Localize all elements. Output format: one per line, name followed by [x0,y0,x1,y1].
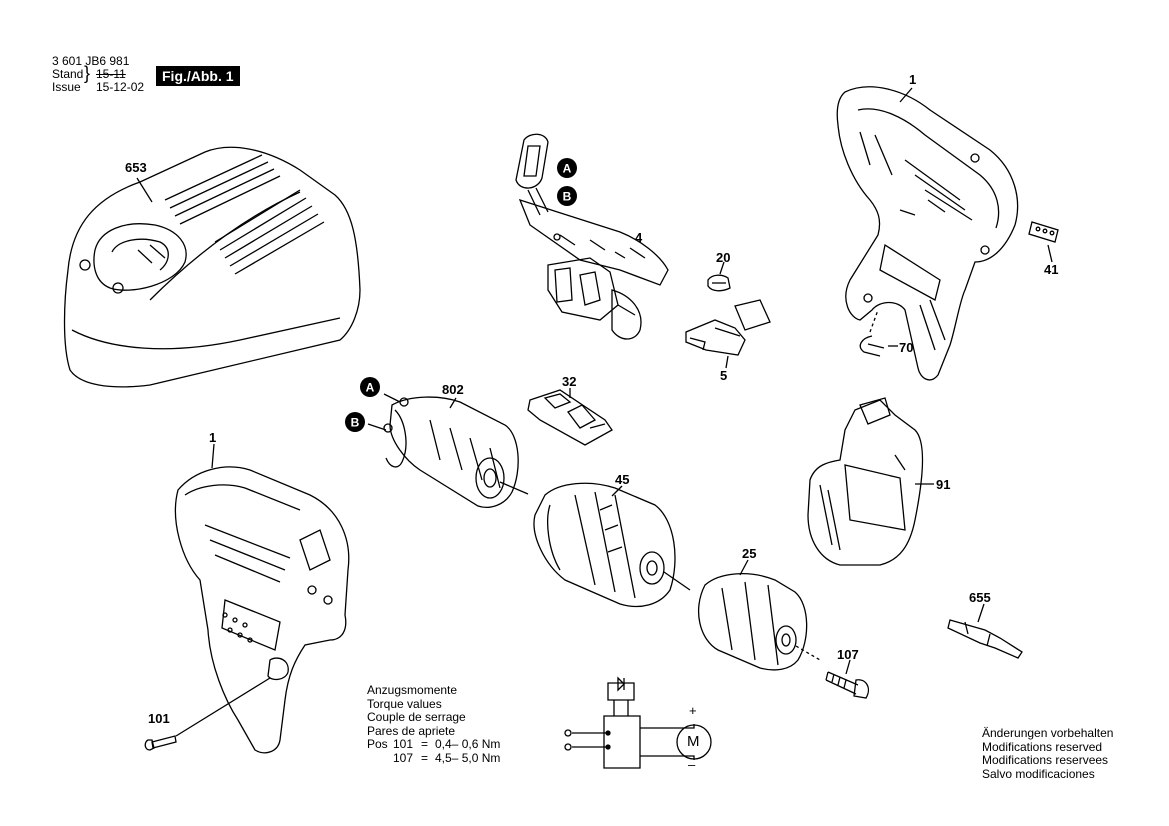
modifications-notes: Änderungen vorbehalten Modifications res… [982,726,1114,781]
leader-45 [611,485,623,497]
leader-motor-b [367,423,387,431]
part-number-107: 107 [837,647,859,662]
leader-25 [739,559,749,576]
torque-eq: = [421,737,429,751]
marker-b-switch: B [557,186,577,206]
circuit-motor-label: M [687,733,700,750]
issue-label: Issue [52,80,81,94]
torque-line-en: Torque values [367,696,442,711]
part-number-101: 101 [148,711,170,726]
part-number-32: 32 [562,374,577,389]
marker-a-switch: A [557,158,577,178]
part-number-20: 20 [716,250,731,265]
screw-101 [144,735,177,751]
part-number-91: 91 [936,477,951,492]
leader-41 [1047,244,1053,263]
torque-row-101: Pos 101 = 0,4– 0,6 Nm [367,737,501,752]
leader-653 [136,177,153,203]
bit-655 [947,619,1023,659]
part-number-802: 802 [442,382,464,397]
issue-value: 15-12-02 [96,80,145,94]
torque-value: 4,5– 5,0 Nm [435,750,501,765]
marker-a-motor: A [360,377,380,397]
part-number-5: 5 [720,368,728,383]
svg-text:B: B [351,416,360,430]
housing-half-right [836,86,1019,381]
header-brace: } [84,63,91,83]
figure-label: Fig./Abb. 1 [156,66,240,86]
part-number-1-body: 1 [209,430,217,445]
leader-1-top [899,87,913,103]
torque-eq: = [421,750,429,765]
torque-line-de: Anzugsmomente [367,683,458,697]
part-5 [685,299,771,356]
part-number-4: 4 [635,230,643,245]
torque-block: Anzugsmomente Torque values Couple de se… [367,683,501,766]
leader-802 [449,397,457,409]
part-number-41: 41 [1044,262,1059,277]
torque-pos: 107 [393,750,414,765]
torque-pos: 101 [393,737,414,751]
leader-20 [719,261,725,275]
svg-text:B: B [563,190,572,204]
leader-5 [725,355,729,369]
note-fr: Modifications reservees [982,753,1109,767]
leader-107 [845,659,851,675]
part-number-70: 70 [899,340,914,355]
spring-70 [859,335,885,357]
leader-4 [629,247,646,259]
label-41 [1028,221,1059,243]
note-en: Modifications reserved [982,739,1103,754]
stand-label: Stand [52,67,84,81]
circuit-plus: + [689,703,697,718]
leader-101 [175,677,271,737]
leader-motor-a [383,393,401,403]
part-number-25: 25 [742,546,757,561]
svg-text:A: A [563,162,572,176]
motor-802 [383,396,529,508]
torque-line-fr: Couple de serrage [367,710,466,724]
chuck-25 [697,573,821,671]
circuit-schematic [564,676,712,769]
torque-line-es: Pares de apriete [367,723,456,738]
torque-row-107: 107 = 4,5– 5,0 Nm [367,750,501,766]
document-number: 3 601 JB6 981 [52,54,130,68]
screw-107 [825,671,870,699]
part-number-653: 653 [125,160,147,175]
pos-label: Pos [367,737,388,751]
note-es: Salvo modificaciones [982,766,1095,781]
battery-91 [807,397,924,566]
part-number-45: 45 [615,472,630,487]
part-number-655: 655 [969,590,991,605]
circuit-minus: – [688,757,696,772]
leader-1-body [211,443,215,469]
part-32 [527,389,613,446]
gearbox-45 [533,482,691,608]
charger-653 [63,146,361,388]
svg-text:A: A [366,381,375,395]
torque-value: 0,4– 0,6 Nm [435,737,501,751]
housing-half-left [174,466,350,754]
part-20 [707,274,731,292]
stand-value: 15-11 [96,67,126,81]
note-de: Änderungen vorbehalten [982,726,1114,740]
leader-70-dashed [869,309,879,333]
part-number-1-top: 1 [909,72,917,87]
marker-b-motor: B [345,412,365,432]
leader-655 [977,603,985,623]
switch-4 [515,133,669,340]
